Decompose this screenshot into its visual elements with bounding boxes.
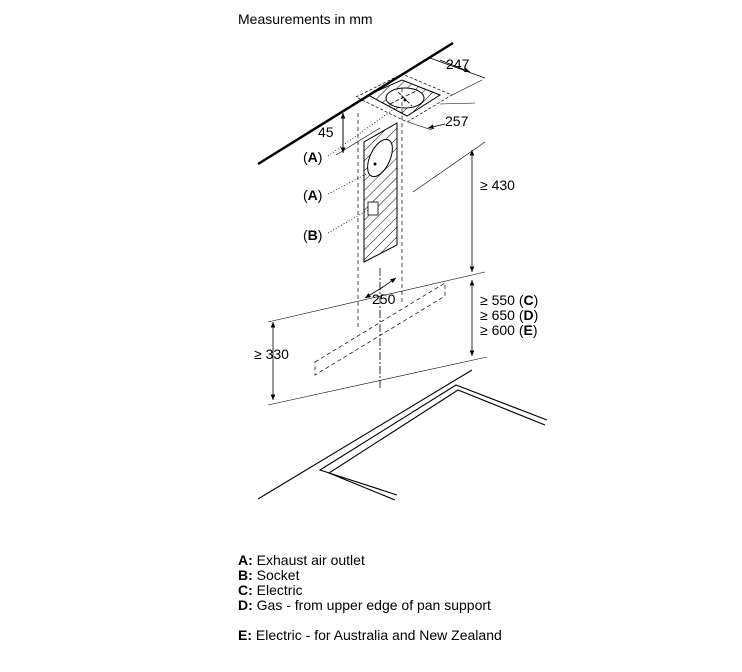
dimension-330: ≥ 330 bbox=[254, 346, 289, 362]
ceiling-line bbox=[257, 41, 454, 166]
diagram-title: Measurements in mm bbox=[238, 11, 373, 27]
dimension-550: ≥ 550 (C) bbox=[480, 292, 538, 308]
callout-a-wall: (A) bbox=[303, 171, 371, 203]
legend: A: Exhaust air outlet B: Socket C: Elect… bbox=[238, 553, 502, 643]
legend-item-c: C: Electric bbox=[238, 582, 303, 598]
hood-outline bbox=[314, 282, 446, 376]
dimension-247: 247 bbox=[446, 56, 470, 72]
dimension-650: ≥ 650 (D) bbox=[480, 307, 538, 323]
cooktop bbox=[318, 384, 548, 501]
legend-item-a: A: Exhaust air outlet bbox=[238, 552, 365, 568]
callout-a-ceiling: (A) bbox=[303, 105, 399, 165]
svg-text:(B): (B) bbox=[303, 227, 322, 243]
dimension-257: 257 bbox=[445, 113, 469, 129]
svg-text:(A): (A) bbox=[303, 149, 322, 165]
legend-item-d: D: Gas - from upper edge of pan support bbox=[238, 597, 491, 613]
svg-text:(A): (A) bbox=[303, 187, 322, 203]
dimension-430: ≥ 430 bbox=[480, 177, 515, 193]
dimension-45: 45 bbox=[318, 124, 334, 140]
dimension-250: 250 bbox=[372, 291, 396, 307]
socket-icon bbox=[367, 201, 379, 216]
callout-b: (B) bbox=[303, 209, 369, 243]
wall-cutout bbox=[363, 122, 398, 263]
dimension-600: ≥ 600 (E) bbox=[480, 322, 538, 338]
worktop-edge bbox=[257, 369, 473, 500]
ceiling-cutout bbox=[355, 73, 453, 123]
legend-item-b: B: Socket bbox=[238, 567, 300, 583]
legend-item-e: E: Electric - for Australia and New Zeal… bbox=[238, 627, 502, 643]
